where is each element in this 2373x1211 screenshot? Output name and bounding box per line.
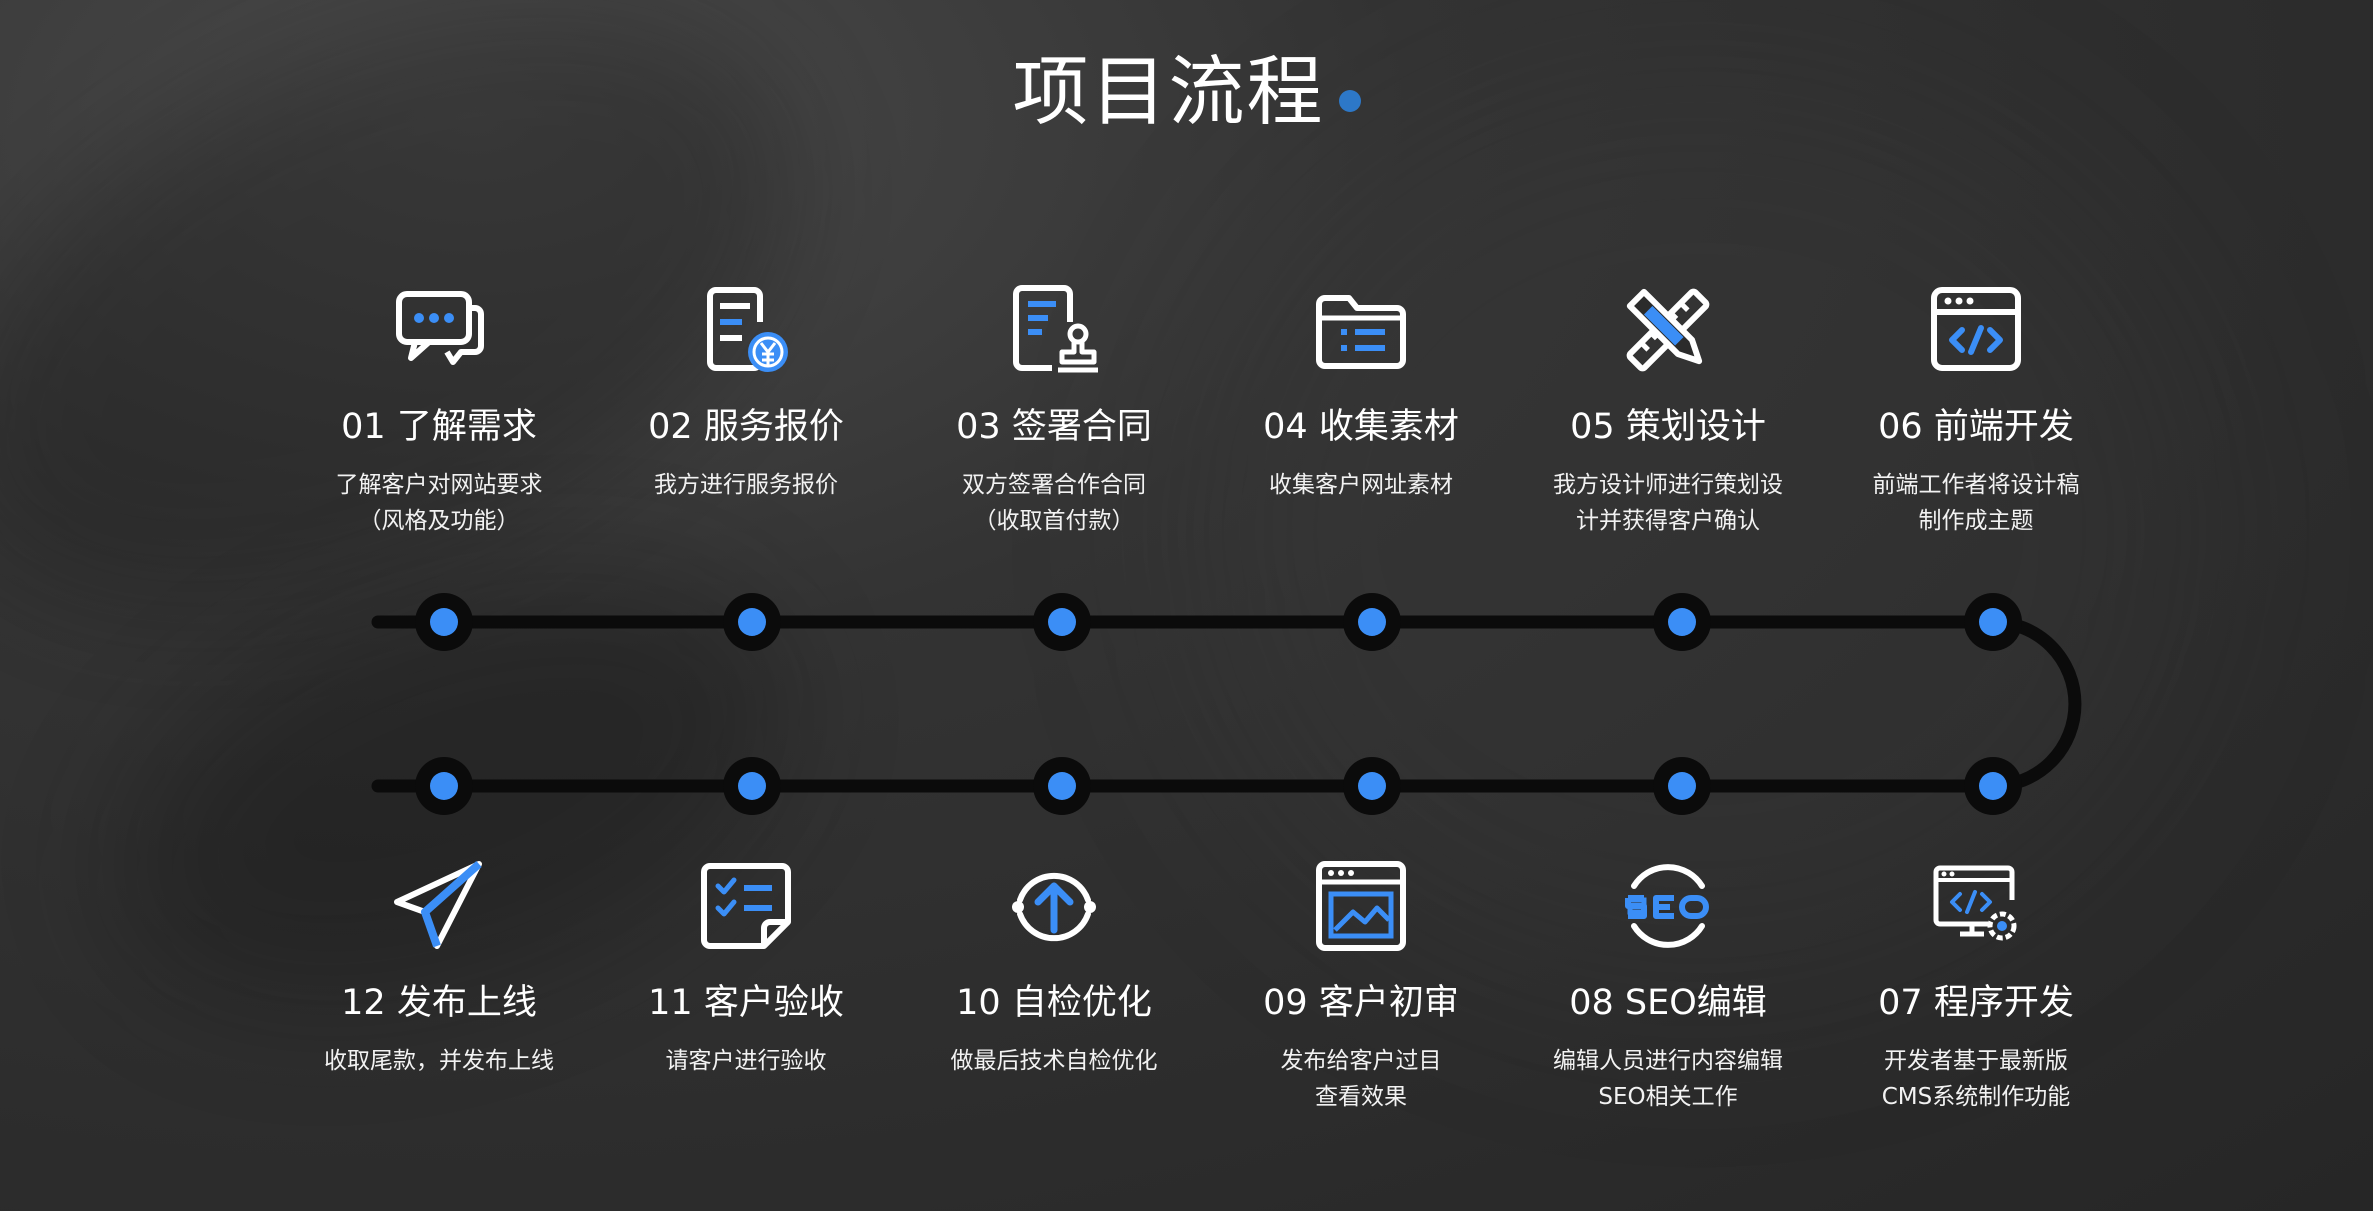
step-10: 10 自检优化 做最后技术自检优化 [904, 858, 1204, 1079]
page-title: 项目流程 [0, 30, 2373, 140]
desc-line: 收集客户网址素材 [1269, 472, 1453, 498]
desc-line: 我方设计师进行策划设 [1553, 472, 1783, 498]
step-06: 06 前端开发 前端工作者将设计稿制作成主题 [1826, 282, 2126, 539]
timeline-node [738, 772, 766, 800]
step-description: 做最后技术自检优化 [904, 1043, 1204, 1079]
step-description: 请客户进行验收 [596, 1043, 896, 1079]
step-title: 05 策划设计 [1570, 407, 1766, 447]
step-title: 04 收集素材 [1263, 407, 1459, 447]
checklist-icon [701, 863, 791, 949]
title-dot [1338, 90, 1361, 112]
step-title: 09 客户初审 [1263, 983, 1459, 1023]
desc-line: （风格及功能） [358, 508, 520, 534]
step-description: 双方签署合作合同 （收取首付款） [904, 467, 1204, 539]
timeline-node [1358, 772, 1386, 800]
step-title: 01 了解需求 [341, 407, 537, 447]
document-yen-icon [707, 287, 788, 372]
desc-line: 双方签署合作合同 [962, 472, 1146, 498]
timeline-track [371, 615, 2082, 793]
step-09: 09 客户初审 发布给客户过目查看效果 [1211, 858, 1511, 1115]
desc-line: 前端工作者将设计稿 [1872, 472, 2080, 498]
timeline-node [1358, 608, 1386, 636]
timeline-node [1048, 772, 1076, 800]
step-11: 11 客户验收 请客户进行验收 [596, 858, 896, 1079]
step-title: 03 签署合同 [956, 407, 1152, 447]
step-title: 10 自检优化 [956, 983, 1152, 1023]
step-07: 07 程序开发 开发者基于最新版 CMS系统制作功能 [1826, 858, 2126, 1115]
step-description: 收集客户网址素材 [1211, 467, 1511, 503]
timeline-nodes [415, 593, 2022, 815]
desc-line: 了解客户对网站要求 [335, 472, 543, 498]
step-title: 02 服务报价 [648, 407, 844, 447]
timeline-node [1668, 608, 1696, 636]
step-12: 12 发布上线 收取尾款，并发布上线 [289, 858, 589, 1079]
upload-cycle-icon [1012, 872, 1096, 942]
step-title: 07 程序开发 [1878, 983, 2074, 1023]
step-05: 05 策划设计 我方设计师进行策划设计并获得客户确认 [1518, 282, 1818, 539]
timeline-node [738, 608, 766, 636]
step-description: 了解客户对网站要求 （风格及功能） [289, 467, 589, 539]
desc-line: （收取首付款） [973, 508, 1135, 534]
paper-plane-icon [394, 861, 482, 949]
timeline-node [430, 772, 458, 800]
desc-line: SEO相关工作 [1598, 1084, 1738, 1110]
chat-bubbles-icon [396, 291, 484, 365]
desc-line: 我方进行服务报价 [654, 472, 838, 498]
browser-code-icon [1931, 287, 2021, 371]
timeline-node [430, 608, 458, 636]
step-description: 我方设计师进行策划设计并获得客户确认 [1518, 467, 1818, 539]
step-03: 03 签署合同 双方签署合作合同 （收取首付款） [904, 282, 1204, 539]
desc-line: 开发者基于最新版 [1884, 1048, 2068, 1074]
desc-line: 发布给客户过目 [1280, 1048, 1442, 1074]
folder-list-icon [1316, 295, 1406, 369]
desc-line: 做最后技术自检优化 [950, 1048, 1158, 1074]
timeline-node [1979, 608, 2007, 636]
seo-icon [1625, 864, 1709, 948]
desc-line: 制作成主题 [1918, 508, 2034, 534]
desc-line: 收取尾款，并发布上线 [324, 1048, 554, 1074]
step-04: 04 收集素材 收集客户网址素材 [1211, 282, 1511, 503]
step-title: 12 发布上线 [341, 983, 537, 1023]
step-02: 02 服务报价 我方进行服务报价 [596, 282, 896, 503]
desc-line: 查看效果 [1315, 1084, 1407, 1110]
step-description: 我方进行服务报价 [596, 467, 896, 503]
page-title-text: 项目流程 [1012, 47, 1325, 136]
contract-stamp-icon [1013, 285, 1098, 373]
step-description: 收取尾款，并发布上线 [289, 1043, 589, 1079]
timeline-node [1979, 772, 2007, 800]
desc-line: 编辑人员进行内容编辑 [1553, 1048, 1783, 1074]
desc-line: 计并获得客户确认 [1576, 508, 1760, 534]
step-title: 11 客户验收 [648, 983, 844, 1023]
browser-image-icon [1316, 861, 1406, 951]
step-description: 前端工作者将设计稿制作成主题 [1826, 467, 2126, 539]
step-description: 发布给客户过目查看效果 [1211, 1043, 1511, 1115]
desc-line: CMS系统制作功能 [1881, 1084, 2071, 1110]
timeline-node [1668, 772, 1696, 800]
monitor-gear-icon [1933, 865, 2017, 941]
desc-line: 请客户进行验收 [665, 1048, 827, 1074]
step-description: 编辑人员进行内容编辑 SEO相关工作 [1518, 1043, 1818, 1115]
step-08: 08 SEO编辑 编辑人员进行内容编辑 SEO相关工作 [1518, 858, 1818, 1115]
pencil-ruler-icon [1626, 288, 1710, 372]
step-title: 08 SEO编辑 [1569, 983, 1767, 1023]
step-description: 开发者基于最新版 CMS系统制作功能 [1826, 1043, 2126, 1115]
timeline-node [1048, 608, 1076, 636]
step-01: 01 了解需求 了解客户对网站要求 （风格及功能） [289, 282, 589, 539]
step-title: 06 前端开发 [1878, 407, 2074, 447]
